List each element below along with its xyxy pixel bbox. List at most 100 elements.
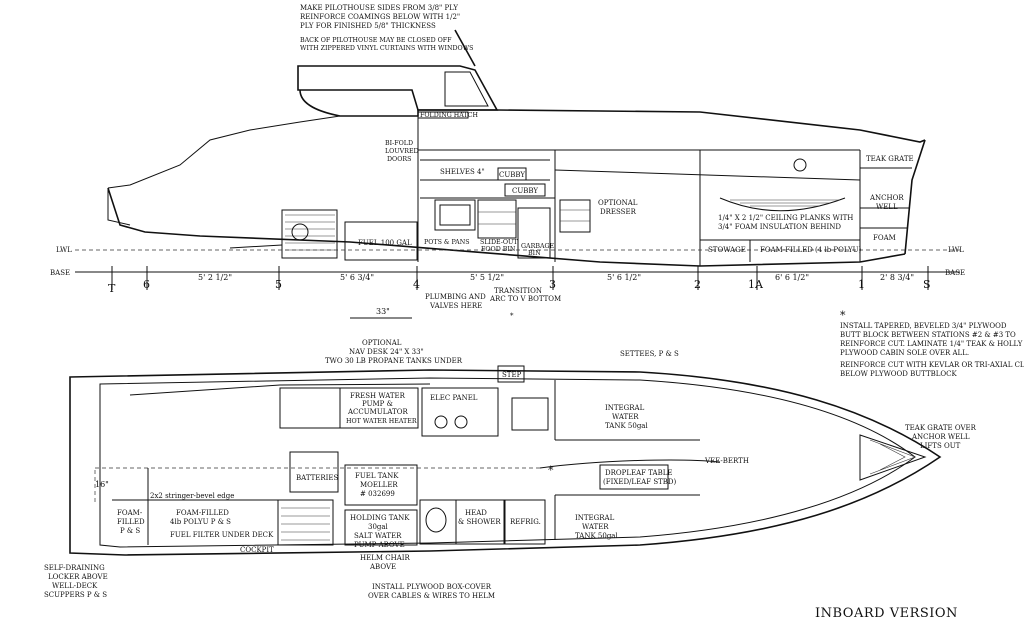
garbage-label-2: BIN bbox=[528, 250, 541, 257]
helm-label-2: ABOVE bbox=[369, 563, 396, 571]
freshwater-pump-box bbox=[339, 387, 419, 429]
lwl-left: LWL bbox=[56, 246, 72, 254]
fuel-tank-box bbox=[344, 221, 418, 261]
anchor-well-plan bbox=[859, 434, 927, 481]
coaming-line bbox=[107, 115, 341, 189]
engine-flywheel bbox=[291, 223, 309, 241]
station-5: 5 bbox=[275, 278, 282, 291]
slide-out-label-1: SLIDE-OUT bbox=[480, 239, 518, 246]
plan-asterisk: * bbox=[548, 464, 554, 477]
install-label-2: OVER CABLES & WIRES TO HELM bbox=[368, 592, 495, 600]
holding-tank-box bbox=[344, 509, 418, 546]
transition-asterisk: * bbox=[510, 312, 514, 320]
fuel-tank-label-2: MOELLER bbox=[360, 481, 398, 489]
engine-plan bbox=[277, 499, 334, 546]
stove-burner-2 bbox=[454, 415, 468, 429]
dropleaf-label-2: (FIXED/LEAF STBD) bbox=[603, 478, 677, 486]
lwl-right: LWL bbox=[948, 246, 964, 254]
teak-grate-label-2: ANCHOR WELL bbox=[911, 433, 970, 441]
elec-panel-label: ELEC PANEL bbox=[430, 394, 478, 402]
plumbing-label-2: VALVES HERE bbox=[429, 302, 482, 310]
self-draining-label-2: LOCKER ABOVE bbox=[48, 573, 108, 581]
engine-plan-block bbox=[277, 499, 334, 546]
station-1a: 1A bbox=[748, 278, 764, 291]
station-t: T bbox=[108, 282, 116, 295]
dresser-drawer-lines bbox=[560, 209, 590, 222]
engine-plan-detail bbox=[281, 507, 330, 541]
ceiling-label-2: 3/4" FOAM INSULATION BEHIND bbox=[718, 223, 841, 231]
note-butt-line1: INSTALL TAPERED, BEVELED 3/4" PLYWOOD bbox=[840, 322, 1007, 330]
station-2: 2 bbox=[694, 278, 701, 291]
integral-1-label-1: INTEGRAL bbox=[605, 404, 645, 412]
vee-berth-label: VEE-BERTH bbox=[704, 457, 749, 465]
profile-view: LWL BASE LWL BASE T 6 5 4 3 2 1A 1 S 5' … bbox=[50, 29, 965, 320]
teak-grate-label-3: LIFTS OUT bbox=[920, 442, 961, 450]
note-kevlar-line1: REINFORCE CUT WITH KEVLAR OR TRI-AXIAL C… bbox=[840, 361, 1024, 369]
engine-detail bbox=[285, 214, 335, 251]
nav-desk-label-1: OPTIONAL bbox=[362, 339, 402, 347]
dropleaf-table bbox=[599, 464, 669, 490]
spacing-1a-1: 6' 6 1/2" bbox=[775, 273, 809, 282]
fuel-tank-label-3: # 032699 bbox=[360, 490, 395, 498]
foam-poly-label-2: 4lb POLYU P & S bbox=[170, 518, 231, 526]
transition-label-1: TRANSITION bbox=[494, 287, 542, 295]
nav-desk bbox=[279, 387, 341, 429]
ceiling-net-lines bbox=[730, 199, 840, 207]
station-ticks bbox=[111, 266, 929, 290]
vee-berth-curve bbox=[539, 459, 721, 469]
foam-label: FOAM bbox=[873, 234, 896, 242]
integral-1-label-3: TANK 50gal bbox=[605, 422, 648, 430]
integral-1-label-2: WATER bbox=[612, 413, 639, 421]
elec-panel-box bbox=[421, 387, 499, 437]
helm-label-1: HELM CHAIR bbox=[360, 554, 411, 562]
engine-block bbox=[281, 209, 338, 259]
head-label-1: HEAD bbox=[465, 509, 487, 517]
hull-bottom bbox=[107, 187, 906, 267]
fw-label-4: HOT WATER HEATER bbox=[346, 418, 417, 425]
install-label-1: INSTALL PLYWOOD BOX-COVER bbox=[372, 583, 492, 591]
cubby-upper-label: CUBBY bbox=[499, 171, 525, 179]
note-back-line1: BACK OF PILOTHOUSE MAY BE CLOSED OFF bbox=[300, 37, 452, 44]
holding-label-3: SALT WATER bbox=[354, 532, 402, 540]
bifold-label-2: LOUVRED bbox=[385, 148, 419, 155]
pots-pans-label: POTS & PANS bbox=[424, 239, 470, 246]
dim-16: 16" bbox=[95, 480, 109, 489]
step-label: STEP bbox=[502, 371, 522, 379]
bifold-label-1: BI-FOLD bbox=[385, 140, 413, 147]
step-box bbox=[497, 365, 525, 383]
foam-ps-label-1: FOAM- bbox=[117, 509, 143, 517]
cubby-upper bbox=[497, 167, 527, 181]
drawer-lines bbox=[478, 211, 516, 225]
foam-ps-label-2: FILLED bbox=[117, 518, 145, 526]
pilothouse-roof bbox=[297, 65, 499, 111]
station-6: 6 bbox=[143, 278, 150, 291]
note-back-line2: WITH ZIPPERED VINYL CURTAINS WITH WINDOW… bbox=[300, 45, 473, 52]
teak-grate-label: TEAK GRATE bbox=[866, 155, 914, 163]
ceiling-net bbox=[719, 197, 846, 212]
cabin-top bbox=[299, 89, 926, 143]
station-s: S bbox=[923, 278, 931, 291]
cubby-lower-label: CUBBY bbox=[512, 187, 538, 195]
spacing-3-2: 5' 6 1/2" bbox=[607, 273, 641, 282]
head-label-2: & SHOWER bbox=[458, 518, 501, 526]
plumbing-label-1: PLUMBING AND bbox=[425, 293, 486, 301]
stowage-label: STOWAGE bbox=[708, 246, 746, 254]
engine-profile bbox=[281, 209, 338, 259]
teak-grate-label-1: TEAK GRATE OVER bbox=[905, 424, 977, 432]
foam-ps-label-3: P & S bbox=[120, 527, 140, 535]
dropleaf-label-1: DROPLEAF TABLE bbox=[605, 469, 672, 477]
batteries-label: BATTERIES bbox=[296, 474, 339, 482]
foam-filled-label: FOAM-FILLED (4 lb POLYU) bbox=[760, 246, 862, 254]
transom bbox=[107, 188, 131, 226]
self-draining-label-1: SELF-DRAINING bbox=[44, 564, 105, 572]
spacing-4-3: 5' 5 1/2" bbox=[470, 273, 504, 282]
note-asterisk: * bbox=[840, 309, 846, 322]
dim-33: 33" bbox=[376, 307, 390, 316]
toilet bbox=[425, 507, 447, 533]
optional-dresser-label-1: OPTIONAL bbox=[598, 199, 638, 207]
slide-out-label-2: FOOD BIN bbox=[481, 246, 516, 253]
note-kevlar-line2: BELOW PLYWOOD BUTTBLOCK bbox=[840, 370, 958, 378]
integral-2-label-3: TANK 50gal bbox=[575, 532, 618, 540]
fw-label-1: FRESH WATER bbox=[350, 392, 406, 400]
